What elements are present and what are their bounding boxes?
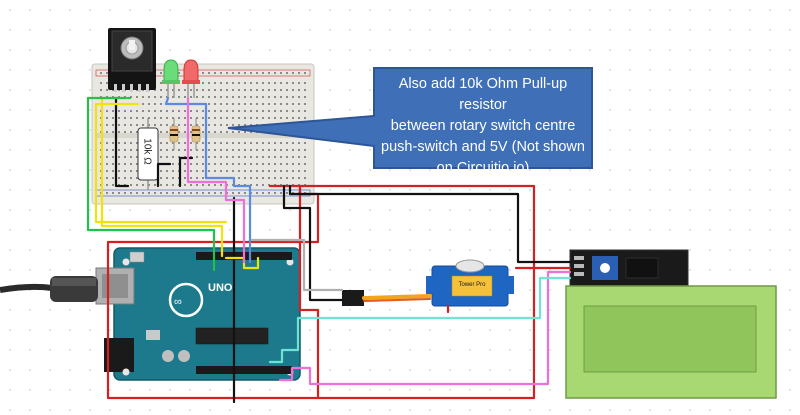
i2c-backpack: [569, 249, 689, 287]
resistor-led-red: [191, 118, 201, 150]
callout-line: between rotary switch centre: [390, 118, 576, 134]
callout-balloon: [227, 67, 593, 169]
servo-motor: [342, 259, 514, 307]
callout-line: push-switch and 5V (Not shown: [381, 139, 585, 155]
resistor-led-green: [169, 118, 179, 150]
rotary-encoder: [108, 28, 156, 92]
callout-line: on Circuitio.io): [436, 160, 530, 176]
servo-label: Tower Pro: [458, 282, 486, 288]
svg-text:∞: ∞: [174, 296, 182, 308]
callout-text: Also add 10k Ohm Pull-up resistor betwee…: [376, 74, 590, 179]
usb-cable: [0, 276, 98, 302]
callout-line: Also add 10k Ohm Pull-up resistor: [398, 76, 568, 113]
resistor-value-label: 10k Ω: [141, 138, 153, 165]
lcd-display: [565, 285, 777, 399]
arduino-uno-board: ∞: [95, 247, 301, 381]
resistor-10k: [137, 118, 159, 190]
board-model-label: UNO: [208, 282, 233, 294]
green-led: [162, 59, 180, 98]
wires: [86, 96, 572, 404]
red-led: [182, 59, 200, 98]
